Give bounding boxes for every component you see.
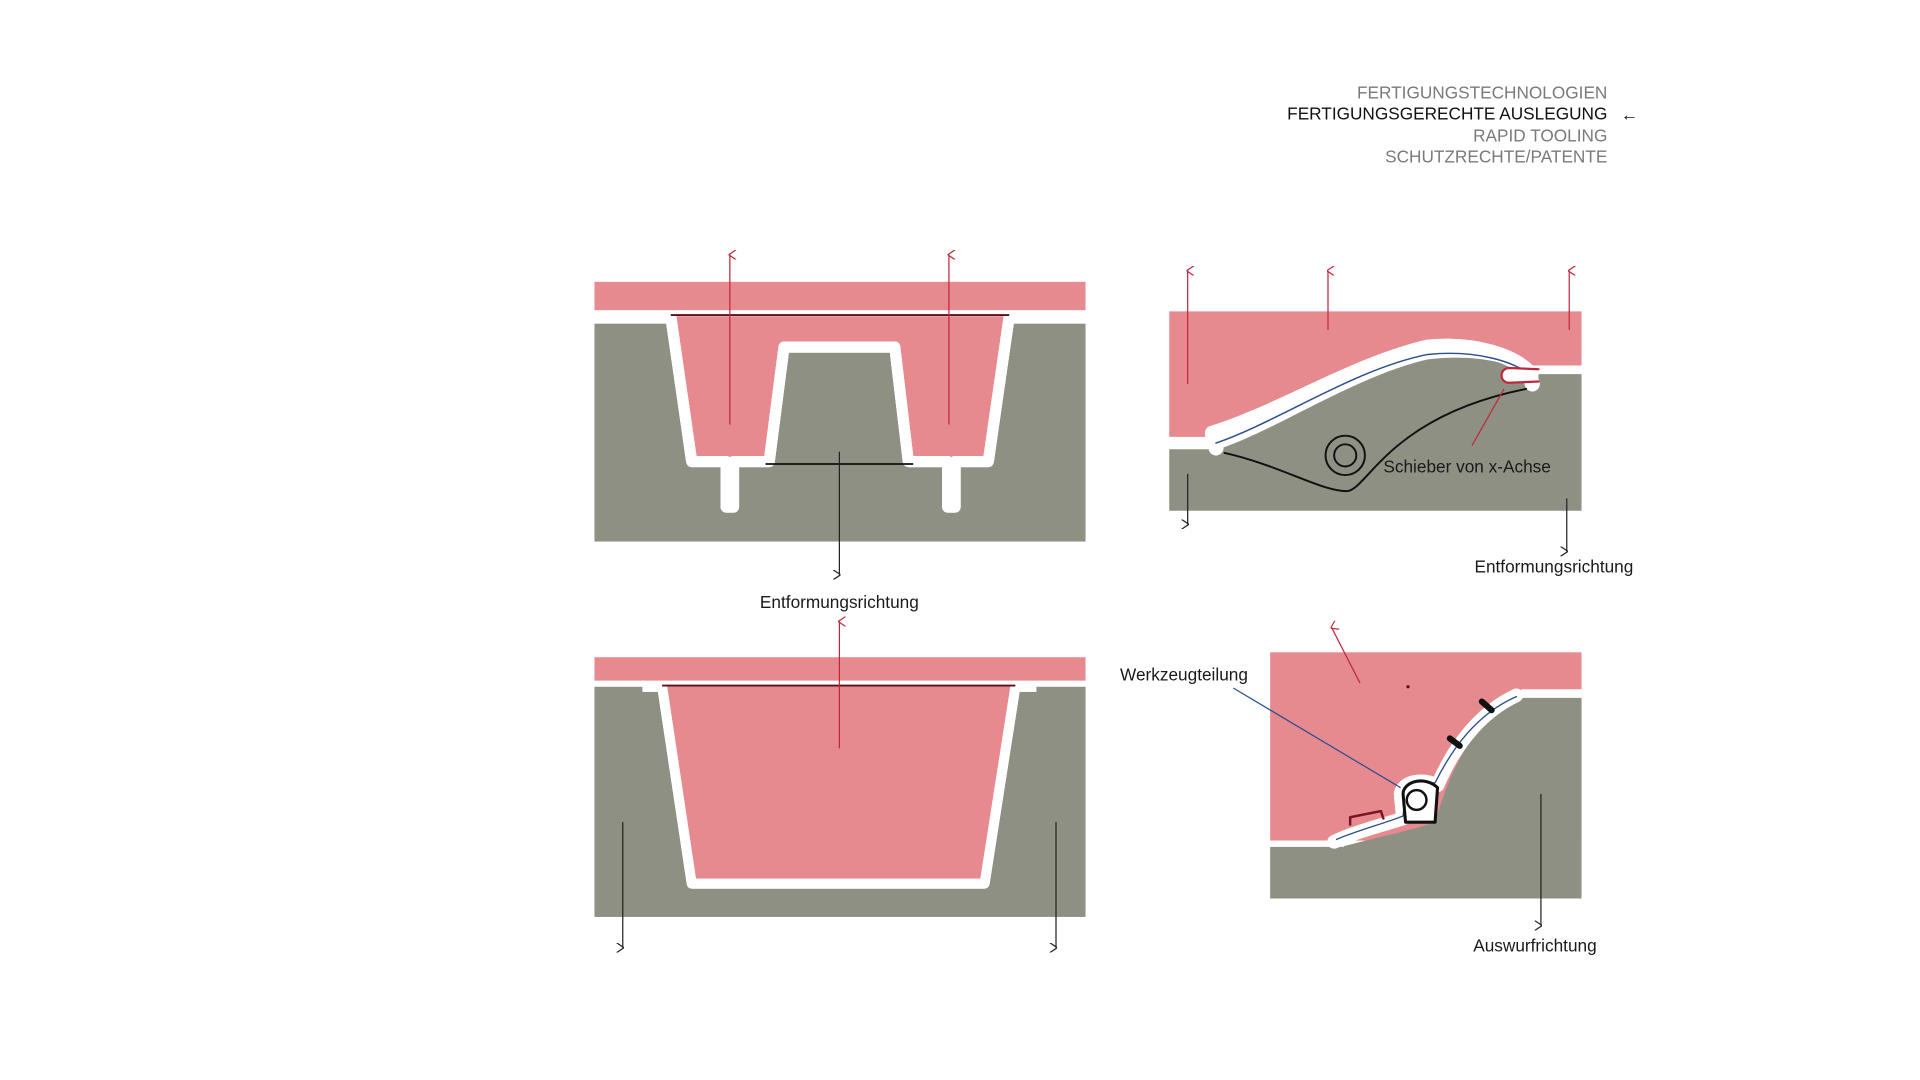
cavity <box>670 316 1010 462</box>
pivot-icon <box>1324 434 1366 477</box>
diagram-bottom-right: Werkzeugteilung Auswurfrichtung <box>1120 628 1597 955</box>
cavity <box>662 685 1016 884</box>
diagram-bottom-left <box>594 622 1086 948</box>
nav-item-schutzrechte-patente[interactable]: SCHUTZRECHTE/PATENTE <box>1385 146 1607 166</box>
ejection-direction-label: Auswurfrichtung <box>1473 935 1596 955</box>
upper-mold-half <box>594 281 1086 311</box>
hinge-icon <box>1405 788 1428 812</box>
pivot-inner-icon <box>1333 443 1358 468</box>
diagram-top-right: Schieber von x-Achse Entformungsrichtung <box>1169 271 1633 576</box>
diagram-top-left: Entformungsrichtung <box>594 255 1086 612</box>
section-nav: FERTIGUNGSTECHNOLOGIEN FERTIGUNGSGERECHT… <box>1287 82 1638 166</box>
active-arrow-icon: ← <box>1621 105 1638 125</box>
parting-leader-line <box>1232 687 1401 789</box>
slider-label: Schieber von x-Achse <box>1383 457 1551 477</box>
demolding-direction-label: Entformungsrichtung <box>1474 556 1633 576</box>
nav-item-rapid-tooling[interactable]: RAPID TOOLING <box>1473 126 1607 146</box>
nav-item-fertigungstechnologien[interactable]: FERTIGUNGSTECHNOLOGIEN <box>1357 82 1607 102</box>
demolding-direction-label: Entformungsrichtung <box>760 592 919 612</box>
parting-line-label: Werkzeugteilung <box>1120 665 1248 685</box>
nav-item-fertigungsgerechte-auslegung[interactable]: FERTIGUNGSGERECHTE AUSLEGUNG <box>1287 103 1607 123</box>
slider-leader-line <box>1471 388 1505 446</box>
lower-mold-half <box>1169 357 1582 511</box>
lower-mold-half <box>1270 697 1582 899</box>
part-outline <box>1204 346 1538 493</box>
arrow-up-icon <box>1332 628 1361 684</box>
